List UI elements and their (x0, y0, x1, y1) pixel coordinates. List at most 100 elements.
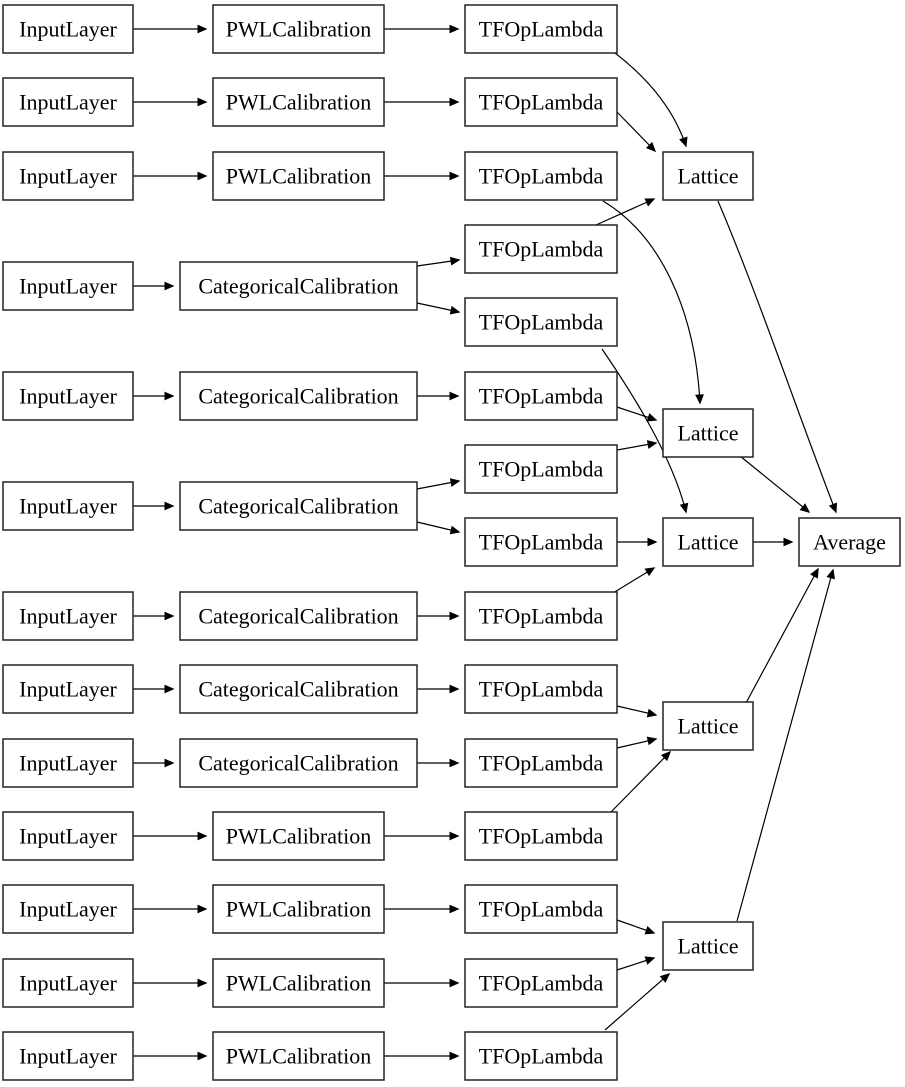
node-tfop_8: TFOpLambda (464, 517, 618, 567)
node-pwl_5-label: PWLCalibration (226, 897, 371, 922)
node-tfop_10-label: TFOpLambda (479, 677, 604, 702)
edge-tfop_13-to-lattice_5 (616, 919, 656, 935)
node-tfop_3: TFOpLambda (464, 151, 618, 201)
node-tfop_6-box (464, 371, 618, 421)
node-tfop_14: TFOpLambda (464, 958, 618, 1008)
node-lattice_2-box (662, 408, 754, 458)
edge-tfop_3-to-lattice_2 (602, 200, 704, 405)
node-tfop_15-box (464, 1031, 618, 1081)
node-tfop_15: TFOpLambda (464, 1031, 618, 1081)
node-pwl_4-label: PWLCalibration (226, 824, 371, 849)
node-lattice_2-label: Lattice (677, 421, 738, 446)
node-input_7-label: InputLayer (19, 604, 117, 629)
node-pwl_6-label: PWLCalibration (226, 971, 371, 996)
node-tfop_11-box (464, 738, 618, 788)
node-tfop_10-box (464, 664, 618, 714)
node-input_4-label: InputLayer (19, 274, 117, 299)
node-tfop_1: TFOpLambda (464, 4, 618, 54)
node-cat_3: CategoricalCalibration (179, 481, 418, 531)
node-input_7-box (2, 591, 134, 641)
node-input_6: InputLayer (2, 481, 134, 531)
node-input_2-label: InputLayer (19, 90, 117, 115)
node-pwl_3-label: PWLCalibration (226, 164, 371, 189)
edge-cat_1-to-tfop_5 (416, 302, 461, 315)
edge-tfop_15-to-lattice_5 (604, 973, 671, 1031)
node-lattice_4-label: Lattice (677, 714, 738, 739)
node-input_4-box (2, 261, 134, 311)
edge-tfop_12-to-lattice_4 (609, 750, 672, 814)
node-tfop_5-label: TFOpLambda (479, 310, 604, 335)
edge-lattice_4-to-average (745, 567, 819, 704)
node-pwl_1-box (212, 4, 385, 54)
node-tfop_4-label: TFOpLambda (479, 237, 604, 262)
node-pwl_7-label: PWLCalibration (226, 1044, 371, 1069)
node-cat_1-label: CategoricalCalibration (198, 274, 398, 299)
node-input_9-label: InputLayer (19, 751, 117, 776)
edge-tfop_14-to-lattice_5 (616, 956, 656, 971)
node-average-label: Average (813, 530, 886, 555)
node-pwl_3: PWLCalibration (212, 151, 385, 201)
node-lattice_3-label: Lattice (677, 530, 738, 555)
node-cat_3-label: CategoricalCalibration (198, 494, 398, 519)
node-pwl_1-label: PWLCalibration (226, 17, 371, 42)
edge-tfop_4-to-lattice_1 (595, 198, 656, 226)
node-pwl_4-box (212, 811, 385, 861)
node-lattice_3: Lattice (662, 517, 754, 567)
node-tfop_7-box (464, 444, 618, 494)
edge-tfop_10-to-lattice_4 (616, 705, 658, 718)
node-tfop_5-box (464, 297, 618, 347)
node-cat_4-label: CategoricalCalibration (198, 604, 398, 629)
node-input_8-box (2, 664, 134, 714)
node-tfop_6-label: TFOpLambda (479, 384, 604, 409)
node-tfop_13-box (464, 884, 618, 934)
node-tfop_12-label: TFOpLambda (479, 824, 604, 849)
node-pwl_3-box (212, 151, 385, 201)
node-input_13-label: InputLayer (19, 1044, 117, 1069)
node-cat_2-box (179, 371, 418, 421)
node-input_6-label: InputLayer (19, 494, 117, 519)
node-cat_5-box (179, 664, 418, 714)
node-input_1-box (2, 4, 134, 54)
node-tfop_1-label: TFOpLambda (479, 17, 604, 42)
edge-lattice_2-to-average (739, 455, 811, 513)
node-lattice_4: Lattice (662, 701, 754, 751)
node-tfop_4-box (464, 224, 618, 274)
node-input_5-label: InputLayer (19, 384, 117, 409)
node-tfop_15-label: TFOpLambda (479, 1044, 604, 1069)
edge-tfop_5-to-lattice_3 (601, 348, 689, 514)
node-tfop_14-box (464, 958, 618, 1008)
node-tfop_9-box (464, 591, 618, 641)
node-input_5-box (2, 371, 134, 421)
node-input_5: InputLayer (2, 371, 134, 421)
node-tfop_3-label: TFOpLambda (479, 164, 604, 189)
node-lattice_3-box (662, 517, 754, 567)
node-tfop_9-label: TFOpLambda (479, 604, 604, 629)
node-tfop_12: TFOpLambda (464, 811, 618, 861)
edge-tfop_6-to-lattice_2 (616, 406, 658, 422)
node-cat_6: CategoricalCalibration (179, 738, 418, 788)
node-pwl_7: PWLCalibration (212, 1031, 385, 1081)
node-input_2: InputLayer (2, 77, 134, 127)
node-input_11-label: InputLayer (19, 897, 117, 922)
node-pwl_2: PWLCalibration (212, 77, 385, 127)
node-tfop_2: TFOpLambda (464, 77, 618, 127)
node-average-box (798, 517, 901, 567)
edge-cat_3-to-tfop_7 (416, 478, 461, 490)
node-pwl_6-box (212, 958, 385, 1008)
node-input_9: InputLayer (2, 738, 134, 788)
node-cat_5: CategoricalCalibration (179, 664, 418, 714)
node-cat_6-box (179, 738, 418, 788)
node-tfop_2-label: TFOpLambda (479, 90, 604, 115)
node-pwl_7-box (212, 1031, 385, 1081)
node-input_9-box (2, 738, 134, 788)
node-tfop_4: TFOpLambda (464, 224, 618, 274)
node-tfop_11: TFOpLambda (464, 738, 618, 788)
node-tfop_9: TFOpLambda (464, 591, 618, 641)
node-cat_4: CategoricalCalibration (179, 591, 418, 641)
node-tfop_5: TFOpLambda (464, 297, 618, 347)
node-input_13: InputLayer (2, 1031, 134, 1081)
node-input_3-box (2, 151, 134, 201)
node-tfop_1-box (464, 4, 618, 54)
